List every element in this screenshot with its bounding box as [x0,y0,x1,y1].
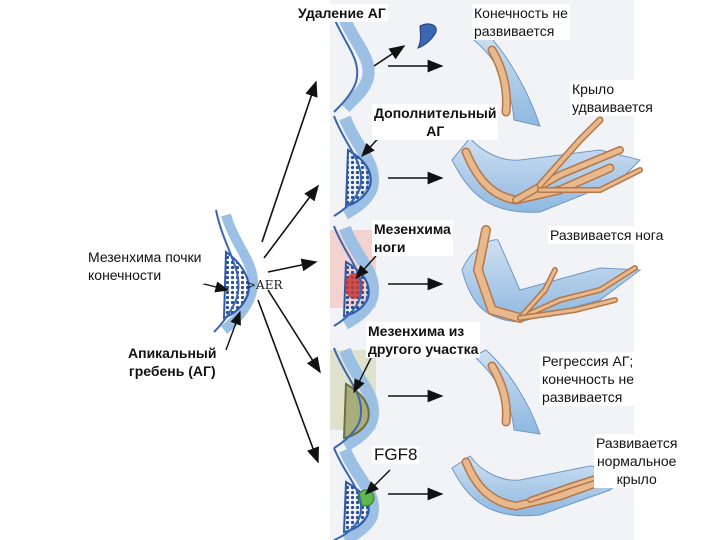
label-other-mesenchyme: Мезенхима из другого участка [366,322,480,358]
label-leg-mesenchyme: Мезенхима ноги [372,220,453,256]
label-wing-duplicated: Крыло удваивается [570,80,655,116]
limb-bud-source [214,210,253,332]
label-regression: Регрессия АГ; конечность не развивается [540,352,636,406]
label-leg-develops: Развивается нога [548,226,665,244]
label-limb-not-develop: Конечность не развивается [472,4,570,40]
label-bud-mesenchyme: Мезенхима почки конечности [86,248,204,284]
label-aer: >AER [246,278,283,292]
label-ag-removal: Удаление АГ [296,4,388,22]
label-normal-wing: Развивается нормальное крыло [594,434,679,488]
label-fgf8: FGF8 [372,446,419,464]
label-apical-ridge: Апикальный гребень (АГ) [126,344,218,380]
label-additional-ag: Дополнительный АГ [372,104,498,140]
